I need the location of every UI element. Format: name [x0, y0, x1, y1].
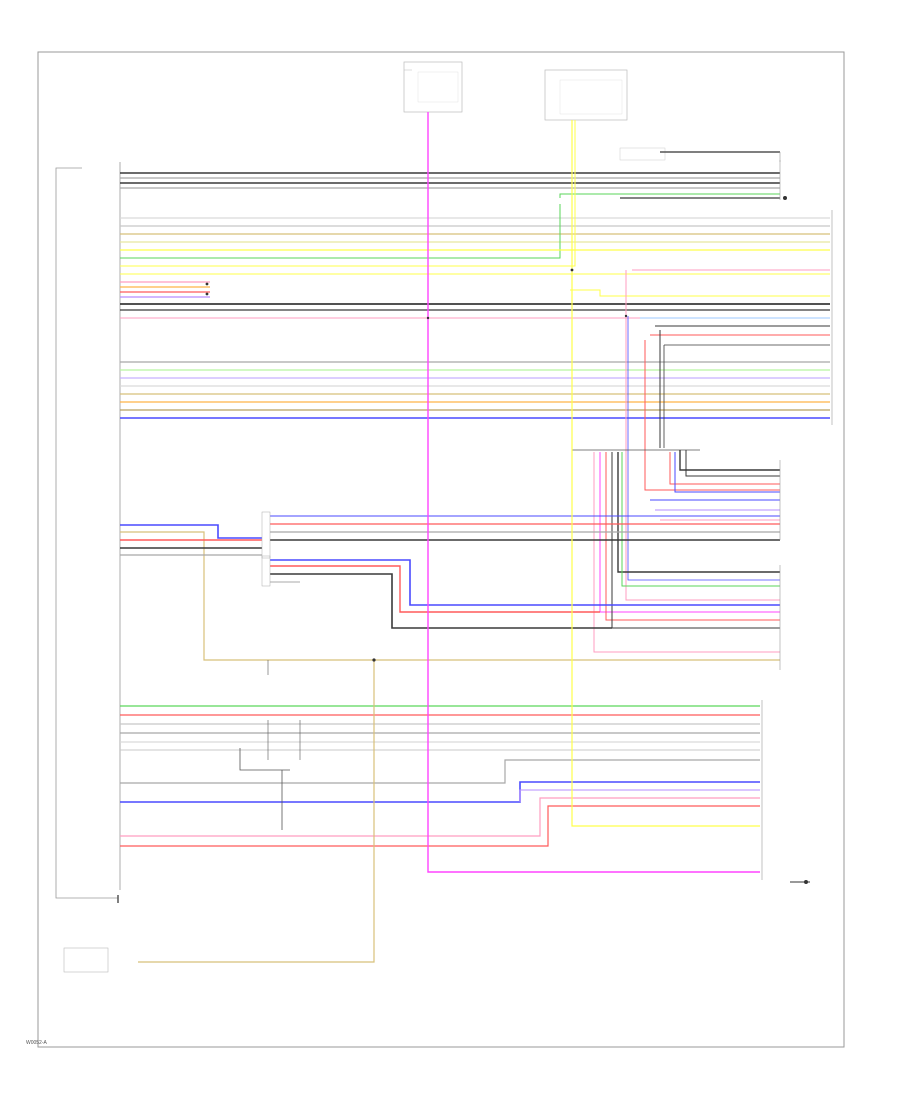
diode-component: [619, 147, 787, 200]
wire-group-4: [120, 515, 780, 661]
wire-group-1: [120, 172, 780, 199]
wire-group-3: [120, 361, 830, 419]
fuse-box-left: [403, 61, 463, 113]
ground-symbol: [790, 880, 810, 884]
wire-group-2: [120, 120, 830, 319]
wire-group-5: [120, 660, 760, 847]
fuse-box-right: [544, 69, 628, 121]
audio-unit: [55, 162, 121, 903]
diagram-frame: [37, 51, 845, 1048]
bottom-left-sensor: [63, 947, 109, 973]
diagram-code: W0052-A: [26, 1040, 47, 1046]
right-vertical-bundle: [625, 269, 830, 601]
splice-marks: [261, 268, 628, 587]
right-connectors: [761, 160, 833, 880]
vertical-power-wires: [138, 112, 760, 963]
junction-block: [572, 449, 780, 653]
